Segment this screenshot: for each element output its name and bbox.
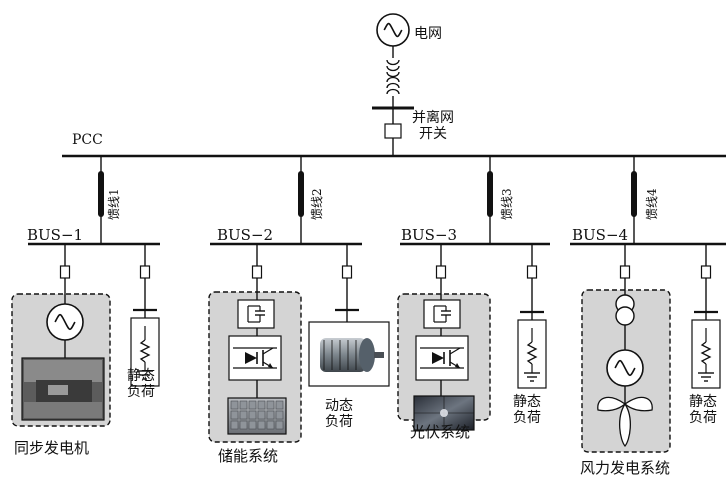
converter-icon [416,336,468,380]
static-load-4-label: 静态 负荷 [689,394,717,426]
photo-floor [24,402,102,418]
converter-icon [229,336,281,380]
breaker-box [702,266,711,278]
pv-label: 光伏系统 [410,424,470,441]
photo-wall [24,360,102,382]
grid-label: 电网 [414,26,442,42]
battery-cell [249,411,256,419]
bus-3-label: BUS−3 [401,227,457,244]
transformer-coil [387,66,399,71]
battery-cell [276,411,283,419]
dynamic-load-label: 动态 负荷 [325,398,353,430]
transformer-coil [387,72,399,77]
static-load-3-label: 静态 负荷 [513,394,541,426]
bus-1-label: BUS−1 [27,227,83,244]
battery-cell [267,411,274,419]
breaker-box [528,266,537,278]
feeder-1-label: 馈线1 [108,188,122,220]
dynamic-load-line1: 动态 [325,398,353,414]
battery-cell [258,401,265,409]
switch-label: 并离网 开关 [412,110,454,142]
wind-generator-icon [607,350,643,386]
battery-cell [258,421,265,429]
transformer-coil [387,84,399,89]
static-load-4 [692,320,720,388]
static-load-3 [518,320,546,388]
breaker-box [61,266,70,278]
feeders [101,156,634,244]
filter-capacitor [238,300,274,328]
generator-icon [47,304,83,340]
battery-cell [267,421,274,429]
battery-cell [240,421,247,429]
switch-label-line1: 并离网 [412,110,454,126]
static-load-1-label: 静态 负荷 [127,368,155,400]
breaker-box [141,266,150,278]
motor-photo [309,322,389,386]
feeder-2-label: 馈线2 [311,188,325,220]
battery-cell [258,411,265,419]
pcc-label: PCC [72,132,103,148]
breaker-box [621,266,630,278]
static-load-1-line1: 静态 [127,368,155,384]
transformer-icon [387,60,399,94]
pv-glare [440,409,448,417]
filter-box [424,300,460,328]
battery-cell [231,411,238,419]
static-load-3-line2: 负荷 [513,410,541,426]
breaker-box [343,266,352,278]
battery-cell [276,401,283,409]
wind-label: 风力发电系统 [580,460,670,477]
battery-cell [240,401,247,409]
battery-photo [228,398,286,434]
switch-label-line2: 开关 [412,126,454,142]
static-load-4-line2: 负荷 [689,410,717,426]
breaker-box [437,266,446,278]
filter-capacitor [424,300,460,328]
feeder-4-label: 馈线4 [646,188,660,220]
motor-end [359,338,375,372]
battery-cell [249,421,256,429]
battery-cell [276,421,283,429]
wind-transformer-icon [616,295,634,325]
sync-gen-label: 同步发电机 [14,440,89,457]
turbine-blade [620,404,631,446]
ac-source-icon [377,14,409,46]
generator-photo [22,358,104,420]
battery-cell [240,411,247,419]
static-load-4-line1: 静态 [689,394,717,410]
dynamic-load-line2: 负荷 [325,414,353,430]
bus-2-group [209,244,389,442]
motor-shaft [374,352,384,358]
breaker-box [253,266,262,278]
transformer-winding [616,307,634,325]
transformer-coil [387,90,399,95]
transformer-coil [387,78,399,82]
static-load-1-line2: 负荷 [127,384,155,400]
transformer-coil [387,60,399,65]
grid-source [372,14,414,156]
bus-4-label: BUS−4 [572,227,628,244]
battery-cell [249,401,256,409]
battery-cell [267,401,274,409]
bus-2-label: BUS−2 [217,227,273,244]
storage-label: 储能系统 [218,448,278,465]
battery-cell [231,421,238,429]
feeder-3-label: 馈线3 [501,188,515,220]
battery-cell [231,401,238,409]
grid-switch-box [385,124,401,138]
static-load-3-line1: 静态 [513,394,541,410]
photo-detail [48,385,68,395]
filter-box [238,300,274,328]
